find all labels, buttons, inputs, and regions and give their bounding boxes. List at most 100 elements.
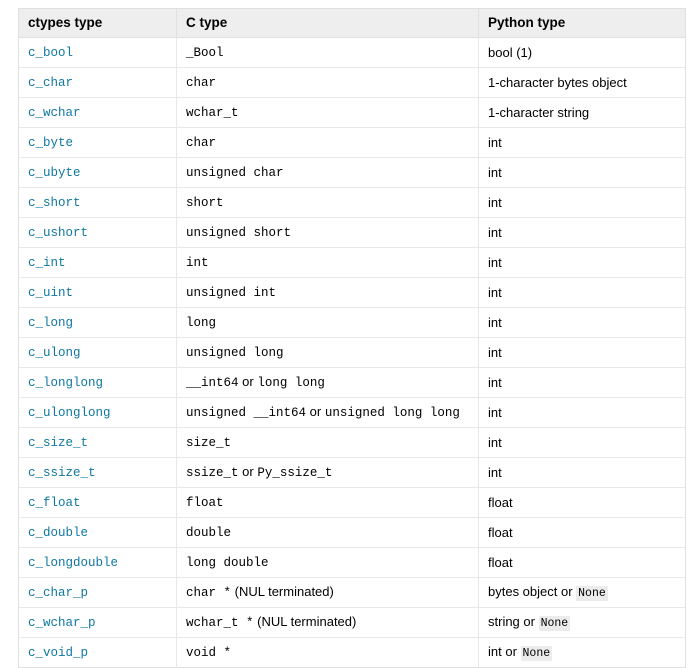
ctypes-type-link-c_short[interactable]: c_short bbox=[28, 196, 81, 210]
cell-ctypes-type: c_char bbox=[18, 67, 177, 98]
text-run: int bbox=[488, 225, 502, 240]
ctypes-type-link-c_uint[interactable]: c_uint bbox=[28, 286, 74, 300]
cell-c-type: ssize_t or Py_ssize_t bbox=[176, 457, 479, 488]
text-run: long long bbox=[257, 376, 325, 390]
table-header: ctypes type C type Python type bbox=[18, 8, 686, 38]
text-run: or bbox=[306, 404, 325, 419]
table-row: c_long long int bbox=[18, 307, 686, 338]
text-run: Py_ssize_t bbox=[257, 466, 333, 480]
cell-c-type: char bbox=[176, 67, 479, 98]
cell-ctypes-type: c_byte bbox=[18, 127, 177, 158]
cell-c-type: short bbox=[176, 187, 479, 218]
ctypes-type-link-c_byte[interactable]: c_byte bbox=[28, 136, 74, 150]
cell-c-type: unsigned char bbox=[176, 157, 479, 188]
text-run: char bbox=[186, 136, 217, 150]
text-run: int bbox=[186, 256, 209, 270]
text-run: float bbox=[488, 495, 513, 510]
text-run: int bbox=[488, 165, 502, 180]
text-run: int bbox=[488, 465, 502, 480]
cell-python-type: int bbox=[478, 247, 686, 278]
text-run: int bbox=[488, 435, 502, 450]
cell-ctypes-type: c_uint bbox=[18, 277, 177, 308]
cell-ctypes-type: c_longdouble bbox=[18, 547, 177, 578]
text-run: wchar_t bbox=[186, 106, 239, 120]
ctypes-type-link-c_ushort[interactable]: c_ushort bbox=[28, 226, 89, 240]
text-run: wchar_t * bbox=[186, 616, 254, 630]
cell-python-type: int bbox=[478, 367, 686, 398]
text-run: long bbox=[186, 316, 217, 330]
cell-python-type: bool (1) bbox=[478, 37, 686, 68]
cell-python-type: float bbox=[478, 517, 686, 548]
cell-python-type: int bbox=[478, 187, 686, 218]
ctypes-type-link-c_ulong[interactable]: c_ulong bbox=[28, 346, 81, 360]
cell-python-type: 1-character string bbox=[478, 97, 686, 128]
ctypes-type-link-c_size_t[interactable]: c_size_t bbox=[28, 436, 89, 450]
ctypes-type-link-c_bool[interactable]: c_bool bbox=[28, 46, 74, 60]
cell-python-type: bytes object or None bbox=[478, 577, 686, 608]
cell-c-type: long bbox=[176, 307, 479, 338]
cell-ctypes-type: c_longlong bbox=[18, 367, 177, 398]
text-run: bool (1) bbox=[488, 45, 533, 60]
column-header-ctypes-type: ctypes type bbox=[18, 8, 177, 38]
cell-ctypes-type: c_ulonglong bbox=[18, 397, 177, 428]
text-run: int bbox=[488, 135, 502, 150]
ctypes-type-link-c_longlong[interactable]: c_longlong bbox=[28, 376, 104, 390]
code-literal: None bbox=[576, 586, 608, 601]
text-run: (NUL terminated) bbox=[231, 584, 334, 599]
cell-c-type: unsigned long bbox=[176, 337, 479, 368]
table-row: c_double double float bbox=[18, 517, 686, 548]
text-run: 1-character bytes object bbox=[488, 75, 627, 90]
ctypes-type-link-c_char[interactable]: c_char bbox=[28, 76, 74, 90]
ctypes-type-link-c_ulonglong[interactable]: c_ulonglong bbox=[28, 406, 111, 420]
text-run: int bbox=[488, 375, 502, 390]
ctypes-type-link-c_wchar_p[interactable]: c_wchar_p bbox=[28, 616, 96, 630]
cell-c-type: void * bbox=[176, 637, 479, 668]
cell-ctypes-type: c_void_p bbox=[18, 637, 177, 668]
cell-ctypes-type: c_bool bbox=[18, 37, 177, 68]
table-row: c_longdouble long double float bbox=[18, 547, 686, 578]
ctypes-type-link-c_void_p[interactable]: c_void_p bbox=[28, 646, 89, 660]
cell-c-type: wchar_t bbox=[176, 97, 479, 128]
text-run: unsigned long bbox=[186, 346, 284, 360]
ctypes-type-link-c_longdouble[interactable]: c_longdouble bbox=[28, 556, 119, 570]
cell-python-type: int bbox=[478, 307, 686, 338]
cell-ctypes-type: c_ushort bbox=[18, 217, 177, 248]
ctypes-type-link-c_ssize_t[interactable]: c_ssize_t bbox=[28, 466, 96, 480]
ctypes-type-link-c_wchar[interactable]: c_wchar bbox=[28, 106, 81, 120]
table-row: c_ssize_t ssize_t or Py_ssize_t int bbox=[18, 457, 686, 488]
ctypes-type-link-c_float[interactable]: c_float bbox=[28, 496, 81, 510]
ctypes-type-link-c_char_p[interactable]: c_char_p bbox=[28, 586, 89, 600]
ctypes-type-link-c_int[interactable]: c_int bbox=[28, 256, 66, 270]
text-run: double bbox=[186, 526, 232, 540]
column-header-python-type: Python type bbox=[478, 8, 686, 38]
table-row: c_byte char int bbox=[18, 127, 686, 158]
text-run: int bbox=[488, 345, 502, 360]
table-row: c_int int int bbox=[18, 247, 686, 278]
text-run: int bbox=[488, 285, 502, 300]
cell-python-type: int bbox=[478, 427, 686, 458]
cell-ctypes-type: c_ulong bbox=[18, 337, 177, 368]
cell-c-type: long double bbox=[176, 547, 479, 578]
text-run: float bbox=[488, 555, 513, 570]
text-run: ssize_t bbox=[186, 466, 239, 480]
ctypes-type-link-c_ubyte[interactable]: c_ubyte bbox=[28, 166, 81, 180]
text-run: float bbox=[186, 496, 224, 510]
cell-ctypes-type: c_int bbox=[18, 247, 177, 278]
table-header-row: ctypes type C type Python type bbox=[18, 8, 686, 38]
cell-c-type: int bbox=[176, 247, 479, 278]
text-run: float bbox=[488, 525, 513, 540]
cell-python-type: int bbox=[478, 337, 686, 368]
ctypes-type-link-c_double[interactable]: c_double bbox=[28, 526, 89, 540]
cell-ctypes-type: c_float bbox=[18, 487, 177, 518]
cell-ctypes-type: c_ssize_t bbox=[18, 457, 177, 488]
cell-python-type: int bbox=[478, 457, 686, 488]
ctypes-type-link-c_long[interactable]: c_long bbox=[28, 316, 74, 330]
text-run: or bbox=[238, 464, 258, 479]
cell-python-type: int bbox=[478, 127, 686, 158]
